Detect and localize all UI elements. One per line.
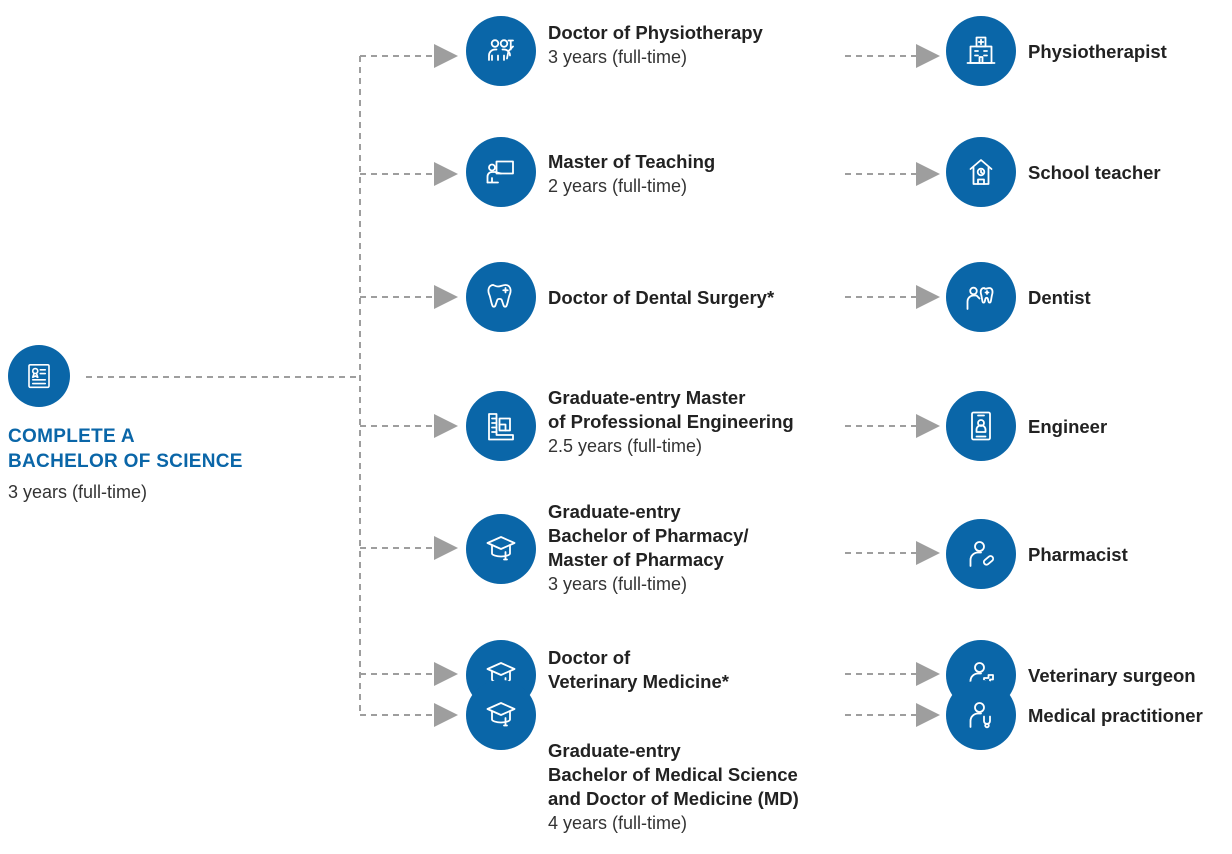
program-title: Doctor of Dental Surgery* <box>548 287 775 308</box>
career-dentist: Dentist <box>1028 286 1228 310</box>
career-title: Veterinary surgeon <box>1028 665 1196 686</box>
program-engineering: Graduate-entry Master of Professional En… <box>548 386 848 458</box>
arrowhead-2 <box>434 162 458 186</box>
program-duration: 2 years (full-time) <box>548 176 688 196</box>
arrowhead-3 <box>434 285 458 309</box>
start-duration: 3 years (full-time) <box>8 482 148 502</box>
career-title: Physiotherapist <box>1028 41 1167 62</box>
career-veterinary-surgeon: Veterinary surgeon <box>1028 664 1232 688</box>
doctor-icon <box>946 680 1016 750</box>
career-title: Pharmacist <box>1028 544 1128 565</box>
program-teaching: Master of Teaching 2 years (full-time) <box>548 150 838 198</box>
hospital-icon <box>946 16 1016 86</box>
dentist-icon <box>946 262 1016 332</box>
arrowhead-1 <box>434 44 458 68</box>
teaching-icon <box>466 137 536 207</box>
program-title: Doctor of Physiotherapy <box>548 22 763 43</box>
start-node: COMPLETE A BACHELOR OF SCIENCE 3 years (… <box>8 424 328 504</box>
graduation-cap-icon <box>466 680 536 750</box>
arrowhead-4 <box>434 414 458 438</box>
program-physiotherapy: Doctor of Physiotherapy 3 years (full-ti… <box>548 21 838 69</box>
id-badge-icon <box>946 391 1016 461</box>
program-medicine: Graduate-entry Bachelor of Medical Scien… <box>548 739 848 835</box>
career-pharmacist: Pharmacist <box>1028 543 1228 567</box>
program-title: Graduate-entry Master of Professional En… <box>548 387 794 432</box>
program-title: Graduate-entry Bachelor of Pharmacy/ Mas… <box>548 501 749 570</box>
career-arrowhead-7 <box>916 703 940 727</box>
arrowhead-7 <box>434 703 458 727</box>
physiotherapy-icon <box>466 16 536 86</box>
program-veterinary: Doctor of Veterinary Medicine* <box>548 646 838 694</box>
program-title: Graduate-entry Bachelor of Medical Scien… <box>548 740 799 809</box>
arrowhead-6 <box>434 662 458 686</box>
pharmacist-icon <box>946 519 1016 589</box>
program-title: Doctor of Veterinary Medicine* <box>548 647 729 692</box>
career-engineer: Engineer <box>1028 415 1228 439</box>
graduation-cap-icon <box>466 514 536 584</box>
career-arrowhead-4 <box>916 414 940 438</box>
career-title: Medical practitioner <box>1028 705 1203 726</box>
school-icon <box>946 137 1016 207</box>
career-arrowhead-6 <box>916 662 940 686</box>
career-school-teacher: School teacher <box>1028 161 1228 185</box>
program-title: Master of Teaching <box>548 151 716 172</box>
tooth-icon <box>466 262 536 332</box>
career-arrowhead-5 <box>916 541 940 565</box>
blueprint-icon <box>466 391 536 461</box>
certificate-icon <box>8 345 70 407</box>
career-title: Engineer <box>1028 416 1108 437</box>
career-arrowhead-2 <box>916 162 940 186</box>
program-duration: 2.5 years (full-time) <box>548 436 703 456</box>
program-pharmacy: Graduate-entry Bachelor of Pharmacy/ Mas… <box>548 500 838 596</box>
program-duration: 3 years (full-time) <box>548 574 688 594</box>
program-duration: 3 years (full-time) <box>548 47 688 67</box>
program-dental: Doctor of Dental Surgery* <box>548 286 838 310</box>
career-title: School teacher <box>1028 162 1161 183</box>
career-medical-practitioner: Medical practitioner <box>1028 704 1232 728</box>
program-duration: 4 years (full-time) <box>548 813 688 833</box>
career-physiotherapist: Physiotherapist <box>1028 40 1228 64</box>
career-title: Dentist <box>1028 287 1091 308</box>
arrowhead-5 <box>434 536 458 560</box>
career-arrowhead-1 <box>916 44 940 68</box>
start-title: COMPLETE A BACHELOR OF SCIENCE <box>8 426 243 472</box>
career-arrowhead-3 <box>916 285 940 309</box>
